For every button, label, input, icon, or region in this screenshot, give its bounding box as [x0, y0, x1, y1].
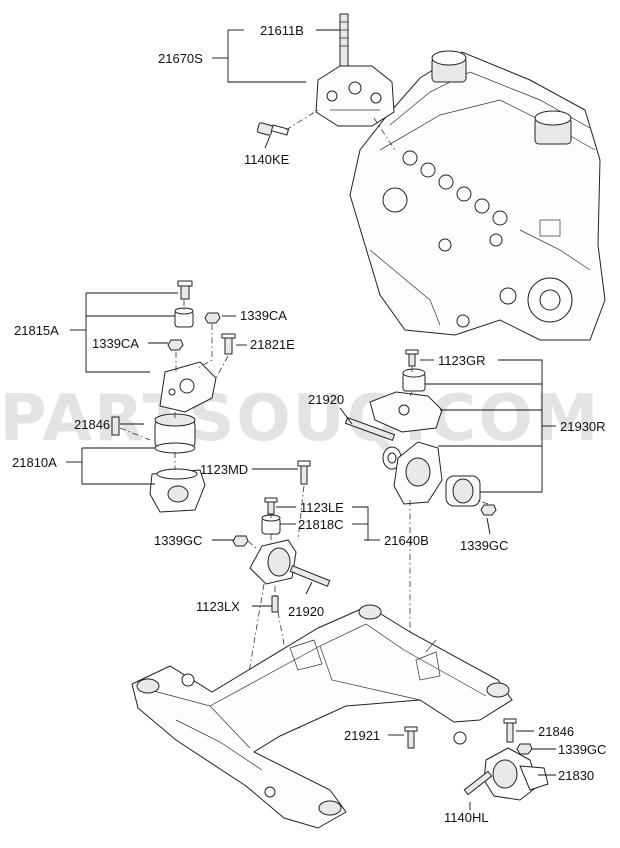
label-21920-lower: 21920 — [288, 604, 324, 619]
label-21846-left: 21846 — [74, 417, 110, 432]
label-1123LE: 1123LE — [300, 500, 344, 515]
engine-mount-bracket-21670S — [256, 13, 395, 136]
label-21640B: 21640B — [384, 533, 429, 548]
left-mount-assembly — [111, 280, 236, 513]
label-1339CA-lower: 1339CA — [92, 336, 139, 351]
label-21921: 21921 — [344, 728, 380, 743]
label-21611B: 21611B — [260, 23, 304, 38]
right-mount-assembly — [344, 349, 497, 516]
label-21815A: 21815A — [14, 323, 59, 338]
label-21846-right: 21846 — [538, 724, 574, 739]
label-1339CA-upper: 1339CA — [240, 308, 287, 323]
rear-roll-mount-assembly — [232, 460, 331, 613]
engine-block — [349, 50, 606, 341]
label-1123MD: 1123MD — [200, 462, 248, 477]
label-1339GC-bottom: 1339GC — [558, 742, 606, 757]
label-21810A: 21810A — [12, 455, 57, 470]
watermark: PARTSOUQ.COM — [0, 382, 600, 456]
front-subframe — [131, 604, 513, 829]
label-1339GC-left: 1339GC — [154, 533, 202, 548]
label-21818C: 21818C — [298, 517, 344, 532]
label-1123LX: 1123LX — [196, 599, 240, 614]
label-21670S: 21670S — [158, 51, 203, 66]
label-1140HL: 1140HL — [444, 810, 489, 825]
label-1339GC-right: 1339GC — [460, 538, 508, 553]
label-1140KE: 1140KE — [244, 152, 290, 167]
transmission-mount-21830 — [463, 718, 549, 801]
label-21830: 21830 — [558, 768, 594, 783]
label-21821E: 21821E — [250, 337, 295, 352]
label-1123GR: 1123GR — [438, 353, 485, 368]
label-21920-upper: 21920 — [308, 392, 344, 407]
label-21930R: 21930R — [560, 419, 606, 434]
